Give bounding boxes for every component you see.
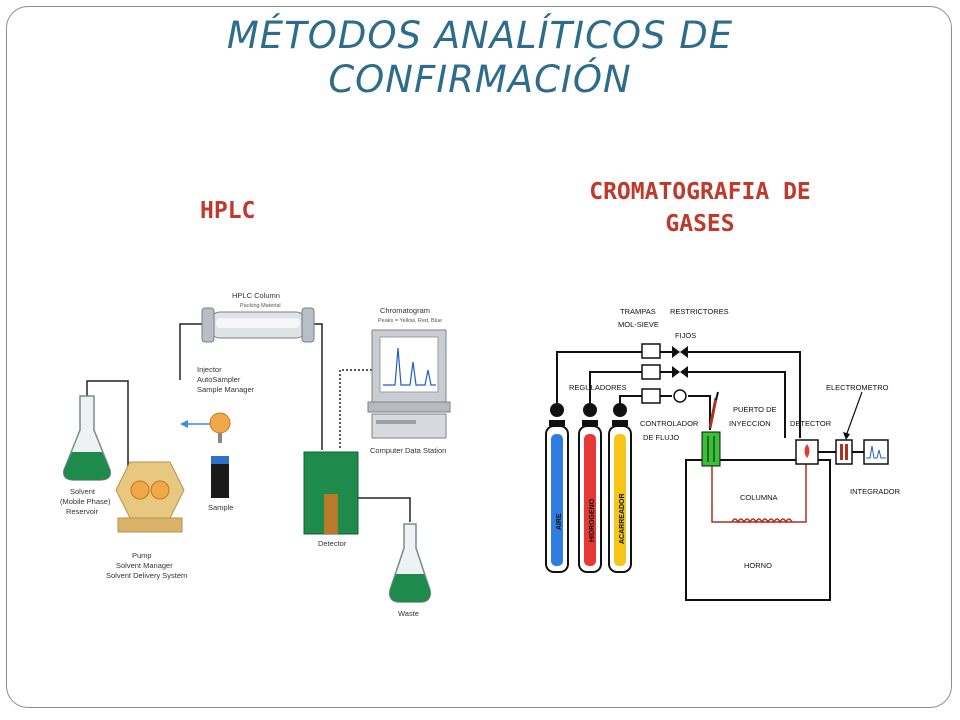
injector-label-3: Sample Manager bbox=[197, 385, 255, 394]
reguladores-label: REGULADORES bbox=[569, 383, 627, 392]
trampas-label-2: MOL-SIEVE bbox=[618, 320, 659, 329]
slide-title: MÉTODOS ANALÍTICOS DE CONFIRMACIÓN bbox=[0, 14, 960, 102]
horno-label: HORNO bbox=[744, 561, 772, 570]
gc-heading-line-2: GASES bbox=[665, 211, 735, 237]
electrometro-label: ELECTROMETRO bbox=[826, 383, 889, 392]
sample-label: Sample bbox=[208, 503, 233, 512]
electrometro-icon bbox=[835, 391, 863, 465]
reguladores-icon bbox=[550, 403, 627, 417]
acarreador-label: ACARREADOR bbox=[619, 493, 626, 544]
controlador-label-1: CONTROLADOR bbox=[640, 419, 699, 428]
chromatogram-label: Chromatogram bbox=[380, 306, 430, 315]
slide-frame bbox=[6, 6, 952, 708]
injector-valve bbox=[180, 412, 231, 443]
title-line-2: CONFIRMACIÓN bbox=[328, 58, 632, 101]
cylinder-hidrogeno bbox=[578, 420, 602, 573]
pump-label-3: Solvent Delivery System bbox=[106, 571, 187, 580]
restrictores-label-1: RESTRICTORES bbox=[670, 307, 729, 316]
solvent-label-1: Solvent bbox=[70, 487, 96, 496]
columna-label: COLUMNA bbox=[740, 493, 778, 502]
hplc-column-label: HPLC Column bbox=[232, 291, 280, 300]
cylinder-aire bbox=[545, 420, 569, 573]
trampas-icon bbox=[641, 343, 661, 404]
hidrogeno-label: HIDROGENO bbox=[589, 498, 596, 542]
puerto-label-2: INYECCION bbox=[729, 419, 771, 428]
gc-heading: CROMATOGRAFIA DE GASES bbox=[520, 176, 880, 240]
integrador-icon bbox=[863, 439, 889, 465]
hplc-heading: HPLC bbox=[200, 198, 256, 224]
hplc-detector-icon bbox=[303, 451, 359, 535]
puerto-label-1: PUERTO DE bbox=[733, 405, 776, 414]
sample-vial bbox=[211, 456, 229, 498]
pump-label-2: Solvent Manager bbox=[116, 561, 173, 570]
restrictores-icon bbox=[672, 346, 688, 403]
detector-label: Detector bbox=[318, 539, 347, 548]
cylinder-acarreador bbox=[608, 420, 632, 573]
pump-icon bbox=[115, 461, 185, 533]
gc-detector-icon bbox=[795, 439, 819, 465]
controlador-label-2: DE FLUJO bbox=[643, 433, 679, 442]
chromatogram-sublabel: Peaks = Yellow, Red, Blue bbox=[378, 318, 442, 324]
solvent-label-3: Reservoir bbox=[66, 507, 99, 516]
controlador-flujo-icon bbox=[701, 431, 721, 467]
gc-detector-label: DETECTOR bbox=[790, 419, 832, 428]
injector-label-1: Injector bbox=[197, 365, 222, 374]
gc-heading-line-1: CROMATOGRAFIA DE bbox=[589, 179, 811, 205]
puerto-inyeccion-icon bbox=[708, 391, 719, 429]
solvent-label-2: (Mobile Phase) bbox=[60, 497, 111, 506]
injector-label-2: AutoSampler bbox=[197, 375, 241, 384]
horno-box bbox=[685, 459, 831, 601]
hplc-column bbox=[201, 307, 315, 343]
trampas-label-1: TRAMPAS bbox=[620, 307, 656, 316]
aire-label: AIRE bbox=[556, 513, 563, 530]
solvent-flask-icon bbox=[62, 395, 112, 481]
waste-label: Waste bbox=[398, 609, 419, 618]
restrictores-label-2: FIJOS bbox=[675, 331, 696, 340]
hplc-column-sublabel: Packing Material bbox=[240, 303, 281, 309]
waste-flask-icon bbox=[388, 523, 432, 603]
computer-station-label: Computer Data Station bbox=[370, 446, 446, 455]
pump-label-1: Pump bbox=[132, 551, 152, 560]
computer-icon bbox=[367, 329, 451, 439]
title-line-1: MÉTODOS ANALÍTICOS DE bbox=[226, 14, 734, 57]
integrador-label: INTEGRADOR bbox=[850, 487, 901, 496]
columna-coil bbox=[711, 460, 807, 524]
